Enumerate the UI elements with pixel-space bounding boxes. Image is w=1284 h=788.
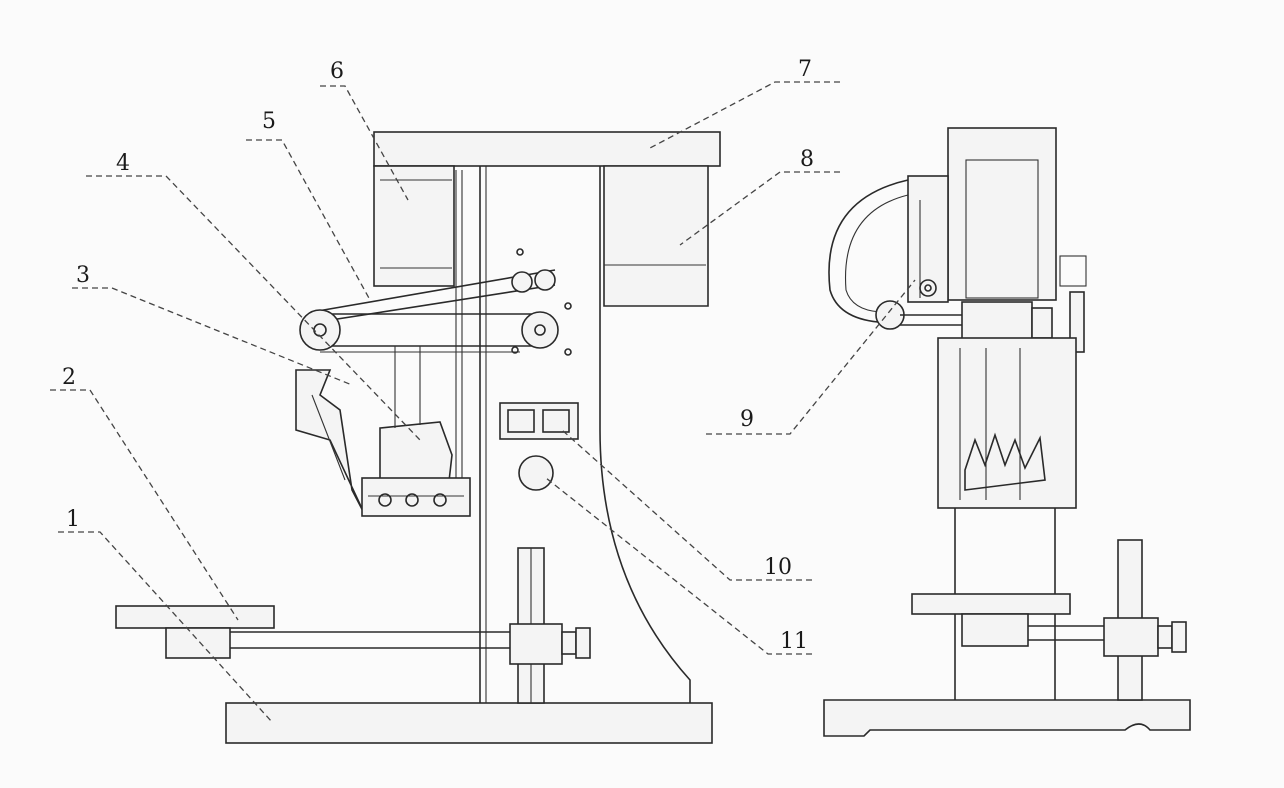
label-1: 1: [66, 507, 80, 532]
side-pulley: [875, 300, 905, 330]
label-11: 11: [780, 629, 808, 654]
leader-lines: [50, 81, 916, 723]
label-6: 6: [330, 59, 344, 84]
label-5: 5: [262, 109, 276, 134]
label-4: 4: [116, 151, 130, 176]
front-upper-pulley-b: [534, 269, 556, 291]
front-tray: [115, 605, 275, 629]
side-feed-tube: [907, 175, 949, 303]
front-top-plate: [373, 131, 721, 167]
front-tray-holder: [165, 627, 231, 659]
side-body-column: [947, 127, 1057, 301]
side-cutter-mesh: [964, 432, 1046, 491]
side-right-knob: [1069, 291, 1085, 353]
side-hopper-arc: [828, 179, 909, 323]
front-upper-pulley-a: [511, 271, 533, 293]
front-left-pulley: [299, 309, 341, 351]
label-10: 10: [764, 555, 792, 580]
side-lower-housing: [937, 337, 1077, 509]
side-base: [823, 699, 1191, 737]
label-7: 7: [798, 57, 812, 82]
front-right-pulley: [521, 311, 559, 349]
side-tray: [911, 593, 1071, 615]
front-belt: [311, 269, 556, 353]
front-motor-housing: [373, 165, 455, 287]
front-control-knob: [518, 455, 554, 491]
label-9: 9: [740, 407, 754, 432]
side-clamp-block: [1103, 617, 1159, 657]
front-clamp-block: [509, 623, 563, 665]
label-2: 2: [62, 365, 76, 390]
side-view: [823, 127, 1191, 737]
front-hopper: [295, 369, 366, 516]
part-number-labels: 1 2 3 4 5 6 7 8 9 10 11: [62, 57, 814, 654]
front-lower-bin: [361, 477, 471, 517]
front-base-plate: [225, 702, 713, 744]
front-view: [115, 131, 721, 744]
front-main-column: [455, 165, 691, 703]
label-8: 8: [800, 147, 814, 172]
front-right-box: [603, 165, 709, 307]
label-3: 3: [76, 263, 90, 288]
